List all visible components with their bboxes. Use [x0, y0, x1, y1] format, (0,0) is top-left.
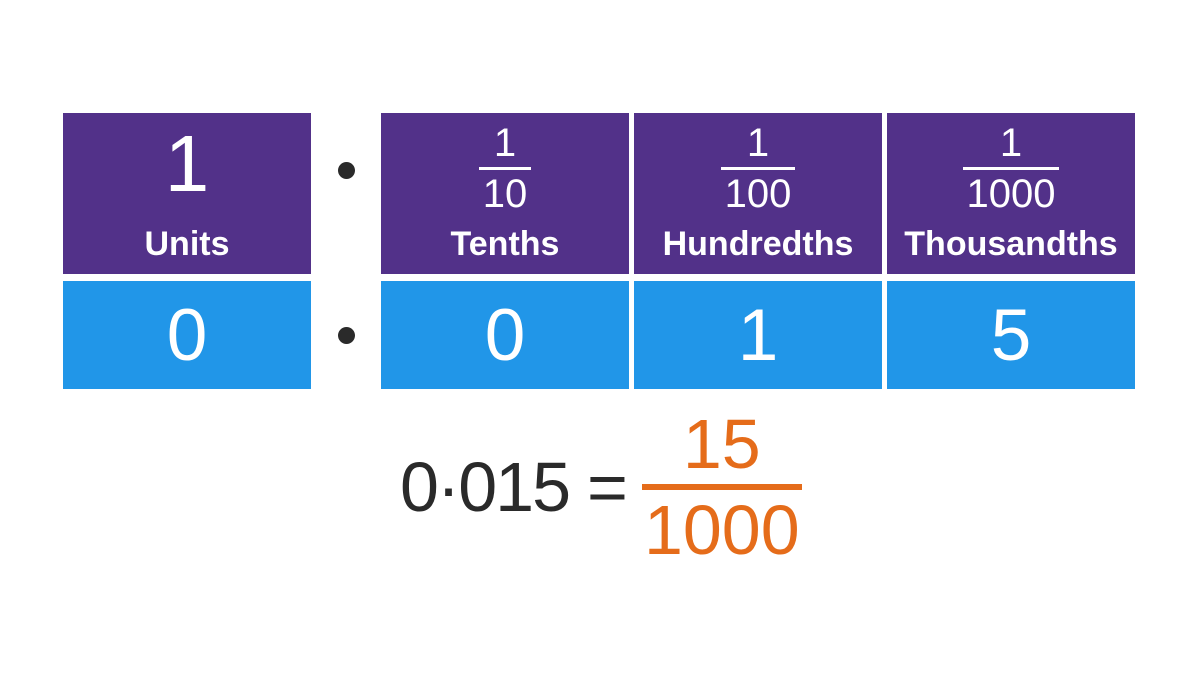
decimal-value: 0·015 [400, 448, 571, 526]
decimal-point-icon [337, 162, 355, 179]
digit-cell-units: 0 [63, 281, 311, 389]
header-row: 1 Units 1 10 Tenths 1 100 [63, 113, 1135, 274]
header-cell-hundredths: 1 100 Hundredths [634, 113, 882, 274]
fraction-bar [962, 167, 1060, 171]
units-label: Units [144, 224, 230, 263]
header-cell-units: 1 Units [63, 113, 311, 274]
fraction-numerator: 1 [999, 121, 1023, 166]
result-fraction: 15 1000 [641, 405, 802, 569]
header-cell-thousandths: 1 1000 Thousandths [887, 113, 1135, 274]
digits-row: 0 0 1 5 [63, 281, 1135, 389]
hundredths-label: Hundredths [662, 225, 854, 264]
fraction-numerator: 1 [493, 121, 517, 166]
decimal-point-icon [337, 326, 355, 344]
fraction-bar [641, 484, 802, 490]
units-header-value: 1 [164, 118, 210, 208]
thousandths-label: Thousandths [904, 225, 1118, 264]
fraction-denominator: 10 [482, 172, 528, 217]
equation: 0·015 = 15 1000 [400, 405, 802, 569]
equals-sign: = [587, 448, 628, 526]
digit-value: 5 [990, 294, 1032, 376]
digit-cell-hundredths: 1 [634, 281, 882, 389]
header-cell-tenths: 1 10 Tenths [381, 113, 629, 274]
fraction-denominator: 1000 [966, 172, 1056, 217]
digit-value: 0 [484, 294, 526, 376]
hundredths-fraction: 1 100 [720, 121, 796, 217]
fraction-denominator: 100 [724, 172, 792, 217]
digit-cell-thousandths: 5 [887, 281, 1135, 389]
digit-value: 0 [166, 294, 208, 376]
fraction-denominator: 1000 [643, 491, 800, 569]
decimal-gap-digits [311, 281, 381, 389]
fraction-bar [720, 167, 796, 171]
tenths-fraction: 1 10 [478, 121, 532, 217]
tenths-label: Tenths [450, 225, 560, 264]
digit-cell-tenths: 0 [381, 281, 629, 389]
fraction-numerator: 15 [682, 405, 761, 483]
fraction-bar [478, 167, 532, 171]
fraction-numerator: 1 [746, 121, 770, 166]
decimal-gap-header [311, 113, 381, 274]
digit-value: 1 [737, 294, 779, 376]
thousandths-fraction: 1 1000 [962, 121, 1060, 217]
place-value-table: 1 Units 1 10 Tenths 1 100 [63, 113, 1135, 389]
